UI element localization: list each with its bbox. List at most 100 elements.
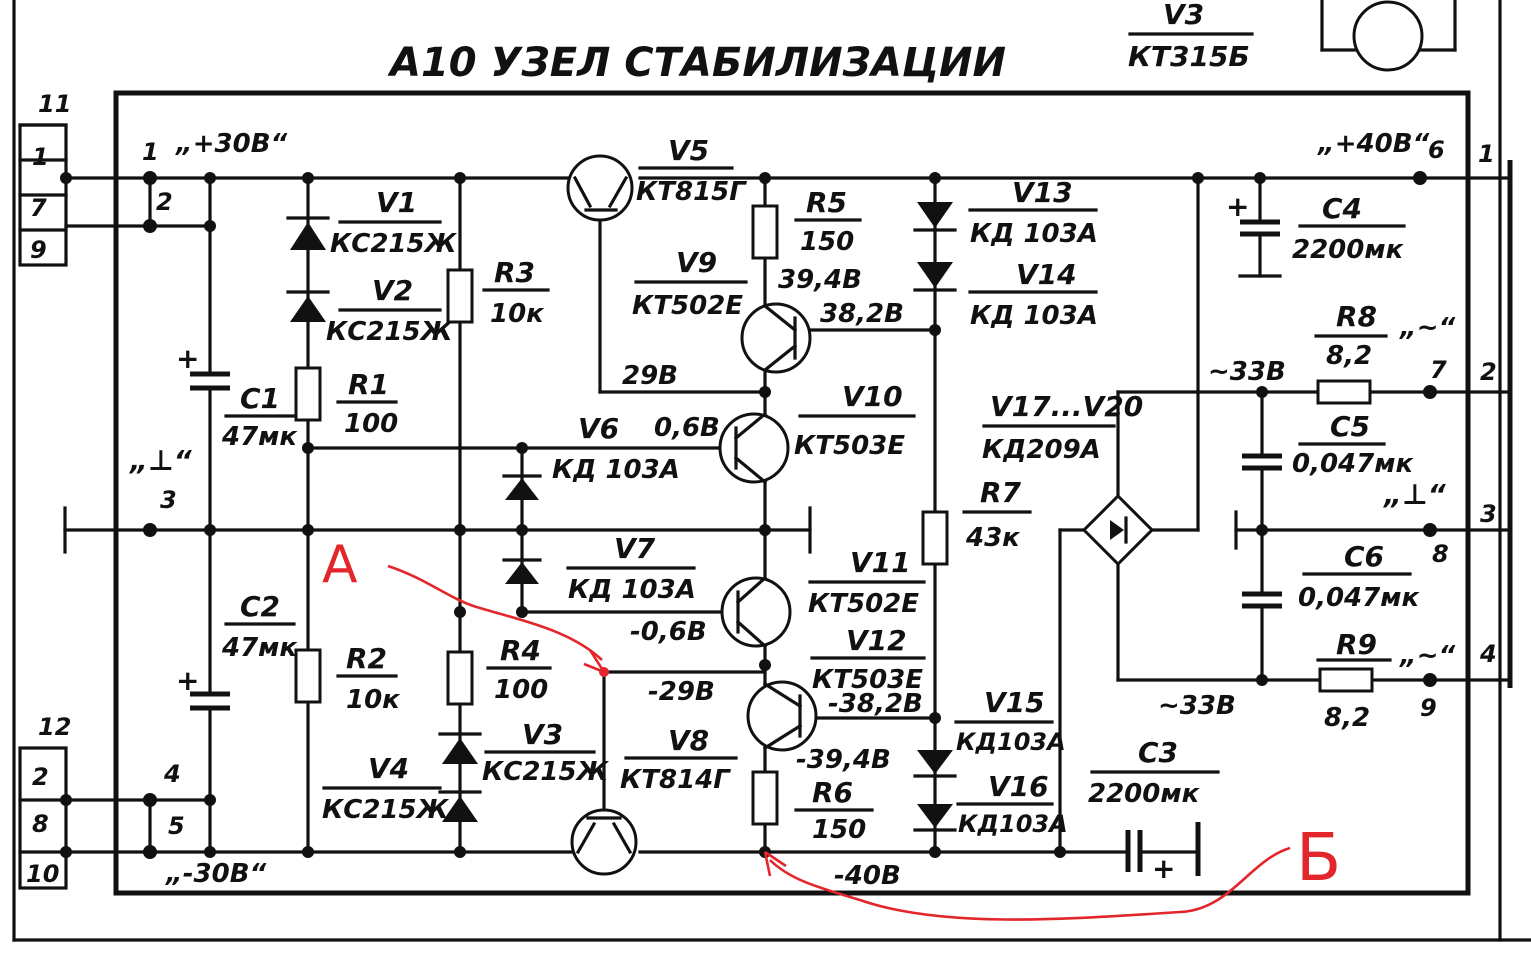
connector-right: 1 2 3 4 bbox=[1478, 140, 1513, 688]
r5-ref: R5 bbox=[806, 186, 847, 219]
c2-ref: C2 bbox=[240, 590, 280, 623]
v6-type: КД 103А bbox=[552, 455, 680, 485]
c5-ref: C5 bbox=[1330, 410, 1370, 443]
c1-ref: C1 bbox=[240, 382, 280, 415]
r8-value: 8,2 bbox=[1326, 341, 1372, 371]
resistor-r1: R1 100 bbox=[294, 366, 398, 439]
capacitor-c5: C5 0,047мк bbox=[1242, 410, 1414, 479]
v12-type: КТ503Е bbox=[812, 665, 923, 695]
diode-v7: V7 КД 103А bbox=[502, 532, 696, 605]
net-ac-bottom: „~“ bbox=[1399, 641, 1456, 671]
pin-9-right: 9 bbox=[1420, 694, 1437, 722]
r1-ref: R1 bbox=[348, 368, 389, 401]
transistor-v12: V12 КТ503Е bbox=[746, 624, 926, 752]
zener-v4: V4 КС215Ж bbox=[322, 752, 450, 825]
r2-value: 10к bbox=[346, 685, 401, 715]
pin-5-left: 5 bbox=[168, 812, 185, 840]
red-annotations: А Б bbox=[322, 535, 1341, 921]
diode-v16: V16 КД103А bbox=[913, 770, 1068, 838]
diode-v6: V6 КД 103А bbox=[502, 412, 680, 500]
v7-type: КД 103А bbox=[568, 575, 696, 605]
diode-v14: V14 КД 103А bbox=[913, 258, 1098, 331]
svg-text:+: + bbox=[1152, 852, 1175, 885]
voltage-38-2-top: 38,2В bbox=[820, 299, 904, 329]
capacitor-c6: C6 0,047мк bbox=[1242, 540, 1420, 613]
v16-ref: V16 bbox=[988, 770, 1049, 803]
c4-ref: C4 bbox=[1322, 192, 1362, 225]
conn-right-3: 3 bbox=[1480, 500, 1497, 528]
r9-value: 8,2 bbox=[1324, 703, 1370, 733]
svg-text:+: + bbox=[176, 664, 199, 697]
conn-left-2: 2 bbox=[32, 763, 49, 791]
v2-ref: V2 bbox=[372, 274, 413, 307]
resistor-r6: R6 150 bbox=[751, 770, 874, 845]
v11-type: КТ502Е bbox=[808, 589, 919, 619]
v12-ref: V12 bbox=[846, 624, 907, 657]
zener-v3-pair: V3 КС215Ж bbox=[438, 718, 610, 822]
resistor-r5: R5 150 bbox=[751, 186, 862, 260]
pin-2-left: 2 bbox=[156, 188, 173, 216]
conn-right-4: 4 bbox=[1479, 640, 1497, 668]
v3-top-type: КТ315Б bbox=[1128, 40, 1250, 73]
transistor-v3-top: V3 КТ315Б bbox=[1128, 0, 1457, 73]
svg-text:+: + bbox=[176, 342, 199, 375]
capacitor-c2: + C2 47мк bbox=[176, 590, 298, 711]
v10-ref: V10 bbox=[842, 380, 903, 413]
v13-ref: V13 bbox=[1012, 176, 1073, 209]
conn-right-2: 2 bbox=[1480, 358, 1497, 386]
resistor-r9: R9 8,2 bbox=[1316, 628, 1392, 733]
outer-frame bbox=[12, 0, 1531, 942]
conn-right-1: 1 bbox=[1478, 140, 1495, 168]
pin-4-left: 4 bbox=[163, 760, 181, 788]
v17-v20-type: КД209А bbox=[982, 435, 1101, 465]
net-plus30: „+30В“ bbox=[175, 129, 288, 159]
c5-value: 0,047мк bbox=[1292, 449, 1414, 479]
voltage-ac33-top: ~33В bbox=[1208, 357, 1286, 387]
r3-value: 10к bbox=[490, 299, 545, 329]
r7-ref: R7 bbox=[980, 476, 1022, 509]
net-minus30: „-30В“ bbox=[165, 859, 267, 889]
resistor-r8: R8 8,2 bbox=[1314, 300, 1388, 405]
c4-value: 2200мк bbox=[1292, 235, 1405, 265]
r2-ref: R2 bbox=[346, 642, 387, 675]
pin-8-right: 8 bbox=[1432, 540, 1449, 568]
c1-value: 47мк bbox=[221, 422, 298, 452]
v14-ref: V14 bbox=[1016, 258, 1077, 291]
v14-type: КД 103А bbox=[970, 301, 1098, 331]
voltage-labels: 39,4В 38,2В 29В 0,6В -0,6В -29В -38,2В -… bbox=[622, 265, 1286, 891]
pin-6-right: 6 bbox=[1428, 136, 1445, 164]
conn-left-8: 8 bbox=[32, 810, 49, 838]
c6-ref: C6 bbox=[1344, 540, 1384, 573]
conn-left-7: 7 bbox=[30, 194, 47, 222]
connector-left-top: 11 1 7 9 bbox=[18, 90, 71, 267]
transistor-v8: V8 КТ814Г bbox=[570, 724, 738, 876]
pin-7-right: 7 bbox=[1430, 356, 1447, 384]
v4-type: КС215Ж bbox=[322, 795, 450, 825]
annotation-b: Б bbox=[1296, 819, 1341, 896]
v16-type: КД103А bbox=[958, 810, 1068, 838]
annotation-a: А bbox=[322, 535, 358, 595]
c6-value: 0,047мк bbox=[1298, 583, 1420, 613]
v10-type: КТ503Е bbox=[794, 431, 905, 461]
voltage-39-4-top: 39,4В bbox=[778, 265, 862, 295]
module-title: А10 УЗЕЛ СТАБИЛИЗАЦИИ bbox=[387, 40, 1006, 86]
v8-type: КТ814Г bbox=[620, 765, 731, 795]
v15-ref: V15 bbox=[984, 686, 1045, 719]
net-ground-left: „⊥“ bbox=[129, 444, 193, 477]
v3-top-ref: V3 bbox=[1163, 0, 1204, 31]
r9-ref: R9 bbox=[1336, 628, 1377, 661]
conn-left-9: 9 bbox=[30, 236, 47, 264]
r7-value: 43к bbox=[965, 523, 1021, 553]
diode-v13: V13 КД 103А bbox=[913, 176, 1098, 249]
r5-value: 150 bbox=[800, 227, 854, 257]
resistor-r2: R2 10к bbox=[294, 642, 401, 715]
resistor-r7: R7 43к bbox=[921, 476, 1032, 566]
net-ground-right: „⊥“ bbox=[1383, 478, 1447, 511]
svg-text:+: + bbox=[1226, 190, 1249, 223]
v6-ref: V6 bbox=[578, 412, 619, 445]
capacitor-c1: + C1 47мк bbox=[176, 342, 298, 452]
transistor-v10: V10 КТ503Е bbox=[718, 380, 916, 485]
r6-ref: R6 bbox=[812, 776, 853, 809]
wires bbox=[63, 176, 1512, 854]
